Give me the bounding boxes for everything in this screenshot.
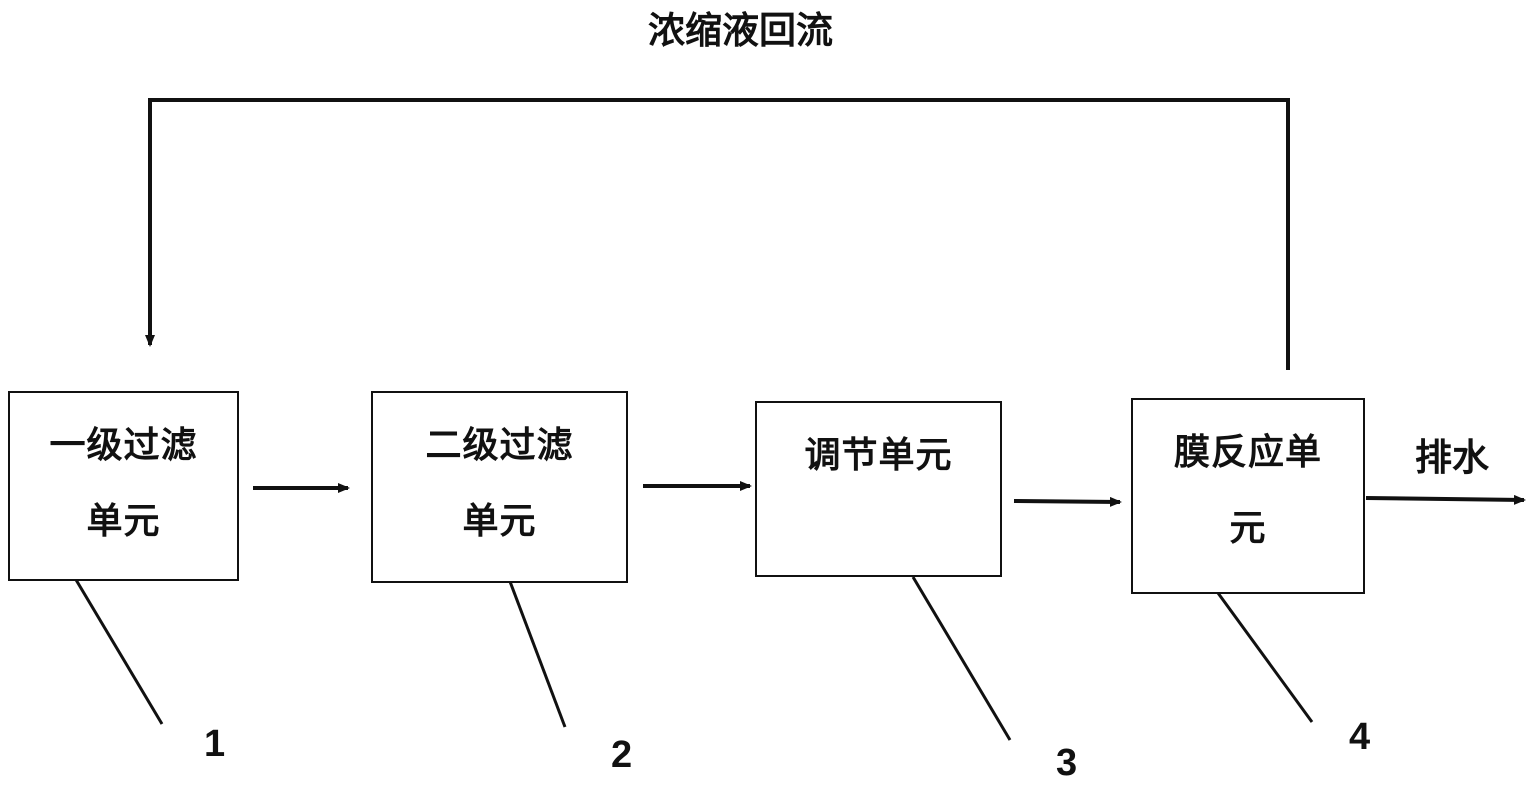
unit-3-label-line-1: 调节单元 [804, 435, 953, 476]
unit-2-label-line-1: 二级过滤 [425, 425, 574, 466]
unit-4-label-line-2: 元 [1229, 508, 1267, 549]
unit-2-box: 二级过滤 单元 [371, 391, 628, 583]
discharge-arrow [1365, 494, 1526, 505]
unit-3-number: 3 [1056, 742, 1078, 784]
leader-line-2 [501, 562, 567, 728]
discharge-label: 排水 [1415, 436, 1489, 479]
unit-2-label-line-2: 单元 [462, 501, 537, 542]
leader-line-1 [64, 562, 164, 725]
unit-4-number: 4 [1349, 716, 1371, 758]
recycle-label: 浓缩液回流 [648, 9, 833, 52]
unit-1-box: 一级过滤 单元 [8, 391, 239, 581]
leader-line-4 [1216, 592, 1314, 723]
unit-4-box: 膜反应单 元 [1131, 398, 1365, 594]
unit-2-number: 2 [611, 734, 633, 776]
unit-1-number: 1 [204, 723, 226, 765]
unit-1-label-line-2: 单元 [86, 501, 161, 542]
unit-3-box: 调节单元 [755, 401, 1002, 577]
flow-arrow-3-to-4 [1013, 496, 1122, 507]
recycle-loop-line [145, 98, 1290, 370]
unit-4-label-line-1: 膜反应单 [1173, 432, 1322, 473]
unit-1-label-line-1: 一级过滤 [49, 425, 198, 466]
leader-line-3 [911, 576, 1012, 741]
